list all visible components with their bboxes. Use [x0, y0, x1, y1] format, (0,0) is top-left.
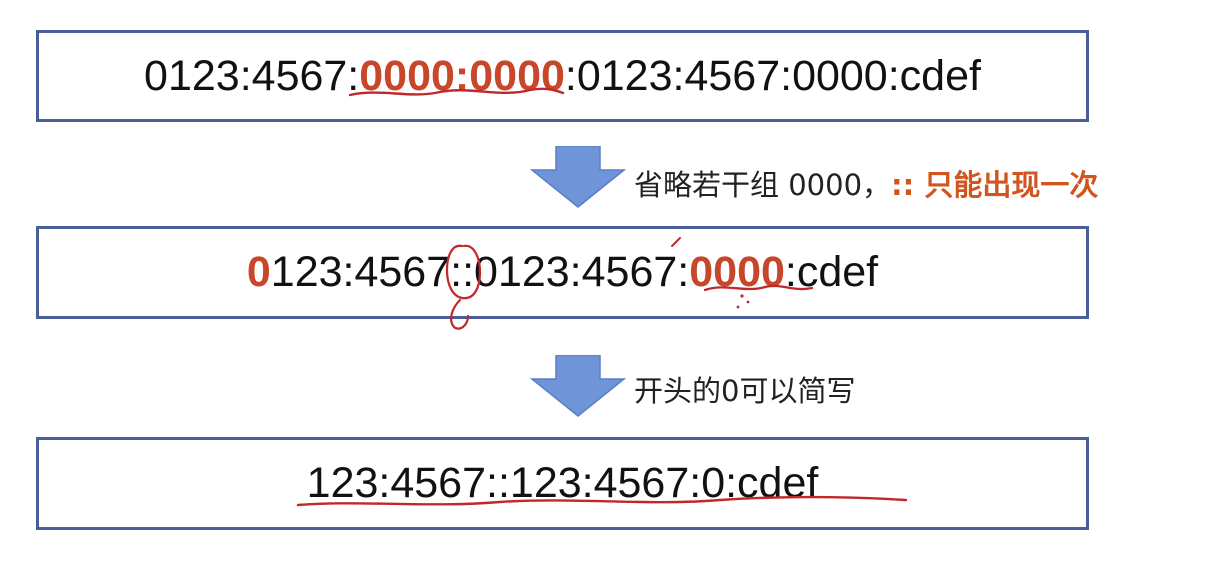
address-box-final: 123:4567::123:4567:0:cdef — [36, 437, 1089, 530]
note-text: 开头的0可以简写 — [634, 374, 856, 408]
down-arrow-icon — [530, 355, 626, 417]
address-box-compressed: 0123:4567::0123:4567:0000:cdef — [36, 226, 1089, 319]
note-text: 省略若干组 0000， — [634, 168, 892, 202]
down-arrow-icon — [530, 146, 626, 208]
address-compressed: 0123:4567::0123:4567:0000:cdef — [247, 248, 878, 297]
address-segment-zero-groups: 0000:0000 — [359, 51, 565, 100]
address-leading-zero: 0 — [246, 248, 271, 296]
step-note-omit-zeros: 省略若干组 0000，:: 只能出现一次 — [634, 162, 1098, 204]
address-segment: 0123:4567: — [144, 51, 360, 100]
address-final: 123:4567::123:4567:0:cdef — [307, 459, 819, 508]
note-highlight: :: 只能出现一次 — [891, 168, 1099, 202]
step-note-leading-zero: 开头的0可以简写 — [634, 368, 855, 410]
address-segment: 123:4567::123:4567:0:cdef — [306, 459, 819, 507]
address-segment-zero-group: 0000 — [689, 248, 785, 296]
address-segment: :cdef — [784, 248, 879, 296]
address-segment: :0123:4567:0000:cdef — [564, 51, 981, 100]
address-segment: 123:4567::0123:4567: — [270, 248, 690, 296]
address-box-original: 0123:4567:0000:0000:0123:4567:0000:cdef — [36, 30, 1089, 122]
address-full: 0123:4567:0000:0000:0123:4567:0000:cdef — [144, 52, 981, 101]
